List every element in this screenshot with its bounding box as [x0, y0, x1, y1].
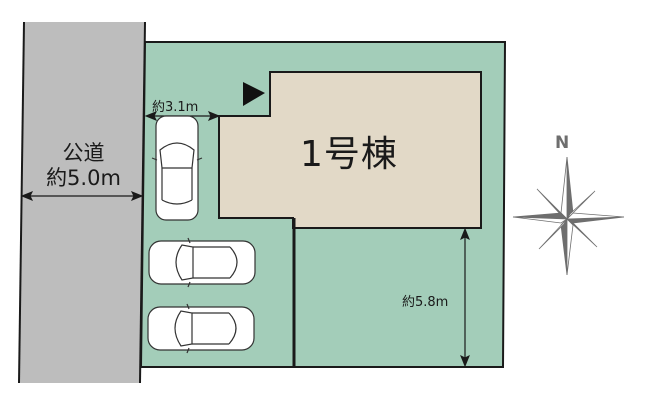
compass-rose-icon [512, 156, 625, 276]
road-width: 約5.0m [46, 166, 121, 190]
car-icon [148, 237, 256, 288]
building-label: 1号棟 [300, 134, 398, 175]
car-icon [151, 115, 203, 221]
public-road [19, 22, 145, 383]
car-icon [147, 303, 255, 354]
yard-depth-dimension-arrow [460, 227, 470, 368]
frontage-dimension: 約3.1m [152, 100, 199, 115]
road-label: 公道 約5.0m [22, 141, 145, 191]
road-name: 公道 [62, 141, 105, 165]
road-width-arrow [20, 191, 144, 201]
compass-north-label: N [555, 133, 570, 153]
yard-depth-dimension: 約5.8m [402, 295, 449, 310]
entrance-marker-icon [243, 82, 265, 106]
